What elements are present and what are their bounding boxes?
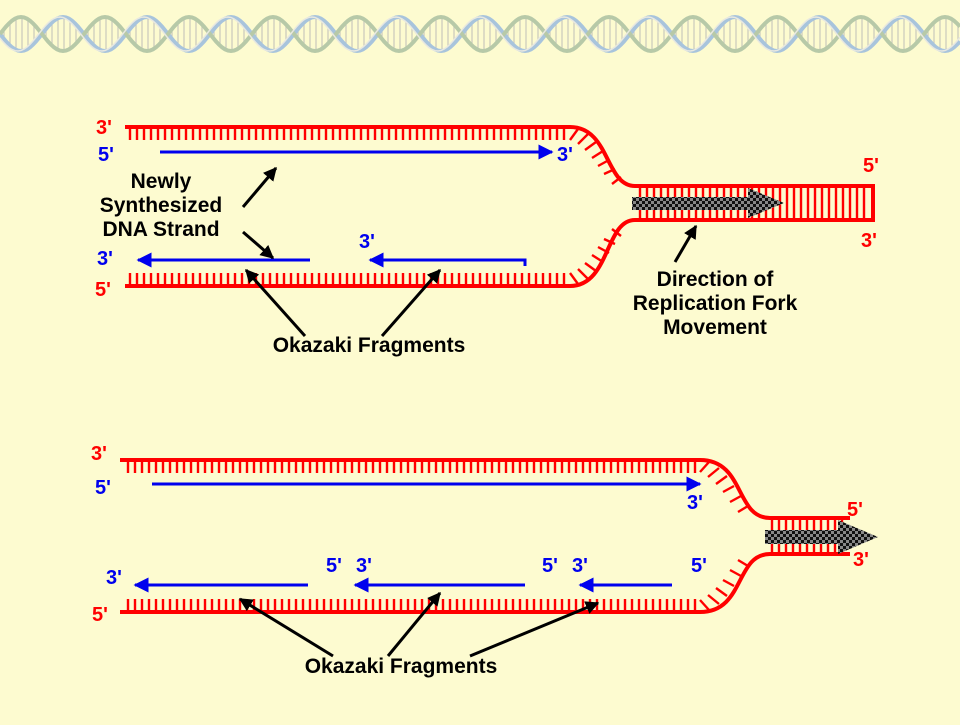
okazaki-pointer-arrow xyxy=(386,591,442,657)
prime-label: 5' xyxy=(691,555,707,577)
direction-pointer-arrow xyxy=(673,224,698,263)
top-fork-arrow-head xyxy=(748,188,784,218)
prime-label: 3' xyxy=(572,555,588,577)
okazaki-pointer-arrow xyxy=(469,601,600,658)
prime-label: 3' xyxy=(96,117,112,139)
bottom-panel: 3' 5' 3' 5' 3' 3' 5' 3' 5' 3' 5' 5' Okaz… xyxy=(91,443,878,678)
bottom-fork-movement-arrow xyxy=(765,530,841,544)
svg-text:Replication Fork: Replication Fork xyxy=(633,292,798,315)
prime-label: 5' xyxy=(326,555,342,577)
okazaki-pointer-arrow xyxy=(380,268,442,337)
okazaki-fragments-label: Okazaki Fragments xyxy=(305,655,498,678)
okazaki-pointer-arrow xyxy=(238,597,334,658)
top-parent-strand-upper xyxy=(125,125,875,188)
top-okazaki-fragment xyxy=(368,252,527,268)
top-fork-movement-arrow xyxy=(632,197,752,210)
prime-label: 3' xyxy=(91,443,107,465)
newly-pointer-arrow xyxy=(241,166,278,208)
prime-label: 3' xyxy=(356,555,372,577)
prime-label: 3' xyxy=(557,144,573,166)
prime-label: 3' xyxy=(106,567,122,589)
prime-label: 3' xyxy=(359,231,375,253)
svg-text:DNA Strand: DNA Strand xyxy=(102,218,219,241)
prime-label: 3' xyxy=(687,492,703,514)
prime-label: 3' xyxy=(853,549,869,571)
top-panel: 3' 5' 3' 5' 3' 3' 3' 5' Newly Synthesize… xyxy=(95,117,879,357)
svg-text:Synthesized: Synthesized xyxy=(100,194,223,217)
bottom-parent-strand-lower xyxy=(120,552,850,614)
svg-text:Movement: Movement xyxy=(663,316,767,339)
svg-text:Direction of: Direction of xyxy=(657,268,775,291)
newly-pointer-arrow xyxy=(242,230,275,260)
prime-label: 3' xyxy=(861,230,877,252)
prime-label: 3' xyxy=(97,248,113,270)
prime-label: 5' xyxy=(863,155,879,177)
direction-of-fork-label: Direction of Replication Fork Movement xyxy=(633,268,798,339)
dna-helix-banner-icon xyxy=(0,0,960,62)
prime-label: 5' xyxy=(542,555,558,577)
okazaki-fragments-label: Okazaki Fragments xyxy=(273,334,466,357)
prime-label: 5' xyxy=(92,604,108,626)
prime-label: 5' xyxy=(98,144,114,166)
okazaki-pointer-arrow xyxy=(244,268,307,337)
bottom-fork-arrow-head xyxy=(838,520,878,554)
newly-synthesized-label: Newly Synthesized DNA Strand xyxy=(100,170,223,241)
prime-label: 5' xyxy=(95,477,111,499)
prime-label: 5' xyxy=(95,279,111,301)
prime-label: 5' xyxy=(847,499,863,521)
bottom-parent-strand-upper xyxy=(120,458,850,520)
svg-text:Newly: Newly xyxy=(131,170,192,193)
